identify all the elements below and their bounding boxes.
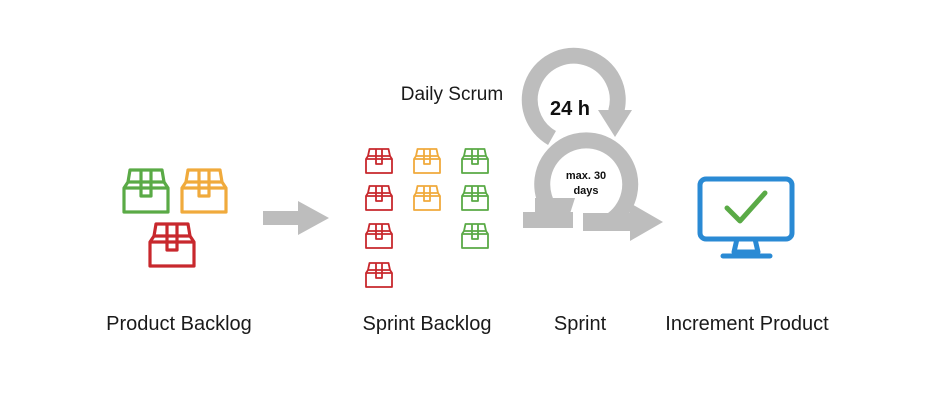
package-box-icon: [413, 185, 441, 211]
sprint-cycle-arrow: [523, 132, 639, 229]
right-arrow-icon: [583, 203, 663, 241]
package-box-icon: [365, 148, 393, 174]
monitor-check-icon: [697, 176, 795, 259]
sprint-label: Sprint: [553, 313, 607, 335]
increment-product-label: Increment Product: [665, 313, 829, 335]
daily-cycle-label: 24 h: [550, 98, 590, 120]
package-box-icon: [461, 185, 489, 211]
package-box-icon: [413, 148, 441, 174]
product-backlog-boxes: [122, 168, 228, 268]
sprint-backlog-label: Sprint Backlog: [362, 313, 492, 335]
package-box-icon: [122, 168, 170, 214]
right-arrow-icon: [263, 201, 329, 235]
package-box-icon: [365, 262, 393, 288]
package-box-icon: [148, 222, 196, 268]
sprint-backlog-boxes: [365, 148, 489, 288]
package-box-icon: [461, 223, 489, 249]
sprint-cycle-label-line1: max. 30: [566, 170, 606, 182]
product-backlog-label: Product Backlog: [106, 313, 252, 335]
package-box-icon: [180, 168, 228, 214]
package-box-icon: [365, 185, 393, 211]
package-box-icon: [461, 148, 489, 174]
package-box-icon: [365, 223, 393, 249]
daily-scrum-label: Daily Scrum: [400, 84, 504, 105]
daily-cycle-arrow: [521, 47, 632, 145]
sprint-cycle-label-line2: days: [573, 185, 598, 197]
